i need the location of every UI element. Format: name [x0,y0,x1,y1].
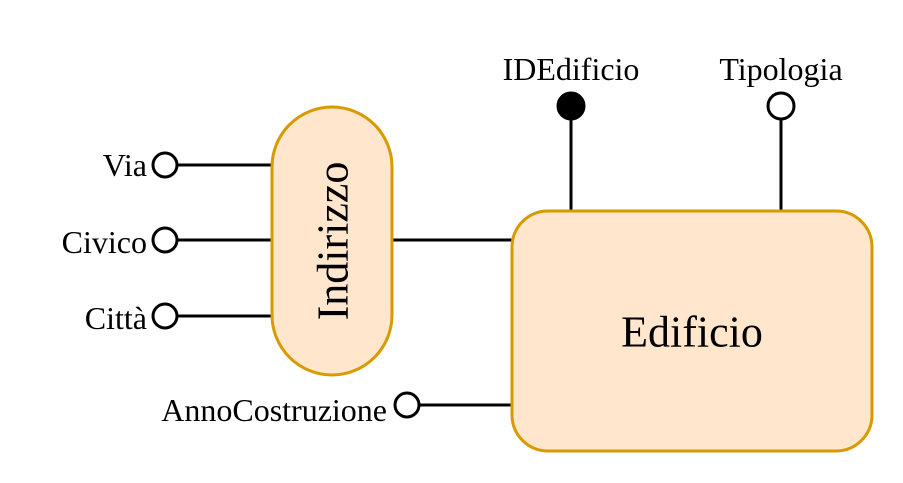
attribute-circle-tipologia [766,91,796,121]
attribute-label-tipologia: Tipologia [719,51,842,87]
entity-edificio [510,209,874,453]
attribute-label-anno: AnnoCostruzione [161,392,387,428]
composite-attribute-label: Indirizzo [309,162,358,321]
attribute-label-citta: Città [85,300,147,336]
entity-label: Edificio [621,308,763,357]
attribute-circle-via [151,151,179,179]
key-attribute-label-id: IDEdificio [503,51,640,87]
key-attribute-circle-id [556,91,586,121]
attribute-circle-anno [393,391,421,419]
attribute-circle-civico [151,226,179,254]
attribute-circle-citta [151,302,179,330]
composite-attribute-indirizzo [270,105,394,377]
attribute-label-via: Via [103,147,147,183]
attribute-label-civico: Civico [62,224,147,260]
